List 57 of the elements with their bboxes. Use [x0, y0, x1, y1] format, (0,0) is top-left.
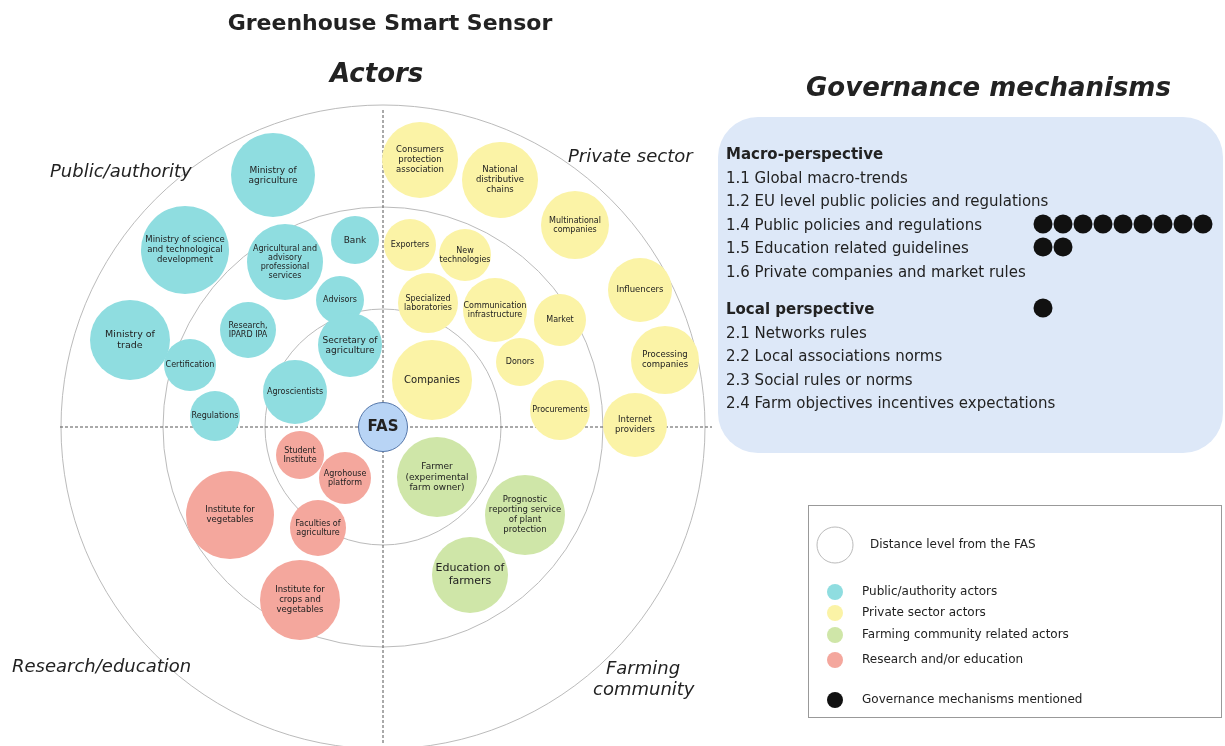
section-title: Actors: [330, 58, 424, 88]
actor-circle: Education of farmers: [432, 537, 508, 613]
section-heading: Macro-perspective: [726, 144, 884, 165]
actor-circle: Agrohouse platform: [319, 452, 371, 504]
actor-circle: Procurements: [530, 380, 590, 440]
actor-circle: Ministry of science and technological development: [141, 206, 229, 294]
actor-circle: Companies: [392, 340, 472, 420]
actor-circle: Certification: [164, 339, 216, 391]
actor-circle: Regulations: [190, 391, 240, 441]
actor-circle: Farmer (experimental farm owner): [397, 437, 477, 517]
actor-circle: Specialized laboratories: [398, 273, 458, 333]
actor-circle: Exporters: [384, 219, 436, 271]
section-title: Governance mechanisms: [806, 72, 1171, 102]
mechanism-item: 1.4 Public policies and regulations: [726, 214, 983, 236]
actor-circle: Agroscientists: [263, 360, 327, 424]
legend-text: Distance level from the FAS: [870, 537, 1036, 551]
legend-text: Governance mechanisms mentioned: [862, 692, 1083, 706]
mechanism-item: 2.2 Local associations norms: [726, 346, 943, 367]
actor-circle: Prognostic reporting service of plant protection: [485, 475, 565, 555]
center-circle: FAS: [358, 402, 408, 452]
actor-circle: Agricultural and advisory professional services: [247, 224, 323, 300]
actor-circle: Institute for vegetables: [186, 471, 274, 559]
legend-text: Private sector actors: [862, 605, 986, 619]
section-heading: Local perspective: [726, 299, 875, 320]
actor-circle: Student Institute: [276, 431, 324, 479]
legend-text: Public/authority actors: [862, 584, 998, 598]
actor-circle: Internet providers: [603, 393, 667, 457]
mechanism-item: 2.3 Social rules or norms: [726, 369, 913, 391]
mechanism-item: 1.6 Private companies and market rules: [726, 261, 1026, 283]
actor-circle: Research, IPARD IPA: [220, 302, 276, 358]
governance-panel: [718, 117, 1223, 453]
legend-text: Research and/or education: [862, 652, 1024, 666]
diagram-title: Greenhouse Smart Sensor: [226, 10, 554, 35]
actor-circle: Donors: [496, 338, 544, 386]
mechanism-item: 2.1 Networks rules: [726, 322, 867, 344]
mechanism-item: 2.4 Farm objectives incentives expectations: [726, 393, 1056, 414]
quadrant-label: Research/education: [12, 655, 192, 676]
actor-circle: Faculties of agriculture: [290, 500, 346, 556]
mechanism-item: 1.1 Global macro-trends: [726, 167, 908, 189]
mechanism-item: 1.2 EU level public policies and regulations: [726, 191, 1049, 212]
actor-circle: Multinational companies: [541, 191, 609, 259]
mechanism-item: 1.5 Education related guidelines: [726, 238, 969, 259]
actor-circle: Ministry of agriculture: [231, 133, 315, 217]
actor-circle: Secretary of agriculture: [318, 313, 382, 377]
actor-circle: New technologies: [439, 229, 491, 281]
legend-text: Farming community related actors: [862, 627, 1069, 641]
actor-circle: Bank: [331, 216, 379, 264]
quadrant-label: Farming community: [593, 657, 693, 699]
actor-circle: National distributive chains: [462, 142, 538, 218]
quadrant-label: Public/authority: [50, 160, 192, 181]
actor-circle: Market: [534, 294, 586, 346]
actor-circle: Communication infrastructure: [463, 278, 527, 342]
actor-circle: Processing companies: [631, 326, 699, 394]
quadrant-label: Private sector: [568, 145, 693, 166]
actor-circle: Consumers protection association: [382, 122, 458, 198]
actor-circle: Influencers: [608, 258, 672, 322]
actor-circle: Institute for crops and vegetables: [260, 560, 340, 640]
